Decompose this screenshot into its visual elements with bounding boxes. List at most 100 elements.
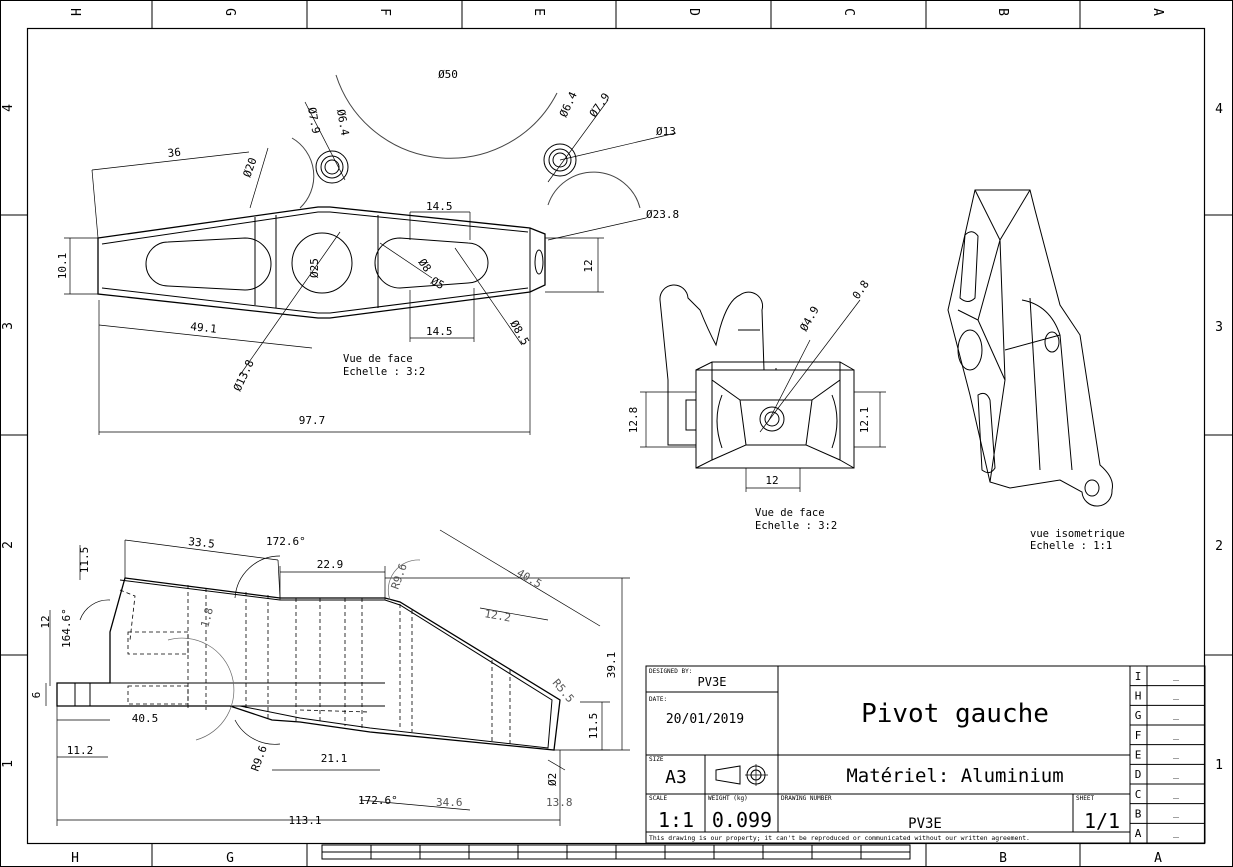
zone-label-left-4: 4 [1,104,16,112]
dim-bottom-113-1: 113.1 [288,814,321,827]
dim-side-12-1: 12.1 [858,407,871,434]
isometric-view [947,189,1113,507]
zone-label-top-h: H [67,8,82,16]
zone-label-left-1: 1 [1,760,16,768]
scale-value: 1:1 [658,808,694,832]
revision-value: _ [1173,788,1180,799]
dim-bottom-r9-6-bottom: R9.6 [249,744,270,773]
dim-bottom-12: 12 [39,615,52,628]
revision-value: _ [1173,827,1180,838]
caption-front-view: Vue de face [343,353,413,365]
drawing-title: Pivot gauche [861,699,1049,729]
drawing-number-label: DRAWING NUMBER [781,795,832,802]
inner-frame [26,27,1206,845]
dim-side-12-8: 12.8 [627,407,640,434]
dim-front-d7-9-right: Ø7.9 [587,91,613,120]
dim-bottom-11-5-left: 11.5 [78,547,91,574]
dim-bottom-40-5: 40.5 [132,712,159,725]
zone-label-top-c: C [841,8,856,16]
revision-value: _ [1173,729,1180,740]
revision-value: _ [1173,768,1180,779]
revision-value: _ [1173,749,1180,760]
size-value: A3 [665,767,687,788]
dim-bottom-40-5-top: 40.5 [515,566,544,591]
caption-side-scale: Echelle : 3:2 [755,520,837,532]
dim-bottom-34-6: 34.6 [436,796,463,809]
revision-letter: G [1135,709,1142,722]
dim-bottom-r9-6-top: R9.6 [389,562,410,591]
weight-label: WEIGHT (kg) [708,795,748,802]
revision-value: _ [1173,670,1180,681]
caption-side-view: Vue de face [755,507,825,519]
zone-label-top-e: E [531,8,546,16]
dim-front-d7-9-left: Ø7.9 [305,106,322,134]
dim-front-d13: Ø13 [656,125,676,138]
dim-bottom-13-8: 13.8 [546,796,573,809]
weight-value: 0.099 [712,808,772,832]
revision-letter: C [1135,788,1142,801]
revision-letter: B [1135,808,1142,821]
dim-front-14-5-top: 14.5 [426,200,453,213]
dim-bottom-33-5: 33.5 [188,535,216,551]
dim-bottom-d2: Ø2 [546,773,559,786]
dim-bottom-11-5-right: 11.5 [587,713,600,740]
designer-name: PV3E [698,675,727,689]
zone-label-left-3: 3 [1,322,16,330]
dim-front-d25: Ø25 [308,258,321,278]
zone-label-top-d: D [686,8,701,16]
date-label: DATE: [649,696,667,703]
material-value: Matériel: Aluminium [846,765,1063,787]
zone-label-bottom-g: G [226,851,234,866]
zone-label-right-2: 2 [1215,539,1223,554]
dim-front-d23-8: Ø23.8 [646,208,679,221]
dim-front-d6-4-left: Ø6.4 [334,108,351,137]
dim-bottom-11-2: 11.2 [67,744,94,757]
dim-bottom-164-6: 164.6° [60,608,73,648]
revision-letter: E [1135,749,1142,762]
dim-bottom-1-8: 1.8 [198,606,216,629]
caption-iso-scale: Echelle : 1:1 [1030,540,1112,552]
revision-value: _ [1173,709,1180,720]
dim-front-d13-8: Ø13.8 [231,358,257,394]
dim-bottom-172-6-top: 172.6° [266,535,306,548]
dim-bottom-22-9: 22.9 [317,558,344,571]
dim-front-d8-5: Ø8.5 [507,318,532,347]
zone-label-top-f: F [377,8,392,16]
zone-label-bottom-a: A [1154,851,1162,866]
revision-letter: H [1135,690,1142,703]
dim-bottom-12-2: 12.2 [483,607,511,624]
size-label: SIZE [649,756,664,763]
zone-label-bottom-h: H [71,851,79,866]
zone-label-left-2: 2 [1,541,16,549]
title-block [645,665,1206,844]
revision-letter: I [1135,670,1142,683]
revision-letter: D [1135,768,1142,781]
dim-front-d20: Ø20 [241,156,260,179]
date-value: 20/01/2019 [666,712,744,727]
designed-by-label: DESIGNED BY: [649,668,692,675]
revision-value: _ [1173,808,1180,819]
sheet-label: SHEET [1076,795,1094,802]
front-view [64,74,677,435]
dim-front-97-7: 97.7 [299,414,326,427]
caption-front-scale: Echelle : 3:2 [343,366,425,378]
dim-front-d8: Ø8 [416,256,434,274]
dim-bottom-r5-5: R5.5 [550,677,577,706]
dim-front-d5: Ø5 [429,274,447,292]
dim-front-12: 12 [582,259,595,272]
dim-bottom-172-6-bottom: 172.6° [358,794,398,807]
scale-label: SCALE [649,795,667,802]
revision-letter: A [1135,827,1142,840]
dim-bottom-39-1: 39.1 [605,652,618,679]
zone-label-top-b: B [995,8,1010,16]
zone-label-right-4: 4 [1215,102,1223,117]
dim-side-0-8: 0.8 [850,278,872,302]
caption-iso-view: vue isometrique [1030,528,1125,540]
dim-front-d50: Ø50 [438,68,458,81]
revision-value: _ [1173,690,1180,701]
zone-label-top-a: A [1150,8,1165,16]
drawing-number-value: PV3E [908,816,942,832]
dim-bottom-21-1: 21.1 [321,752,348,765]
